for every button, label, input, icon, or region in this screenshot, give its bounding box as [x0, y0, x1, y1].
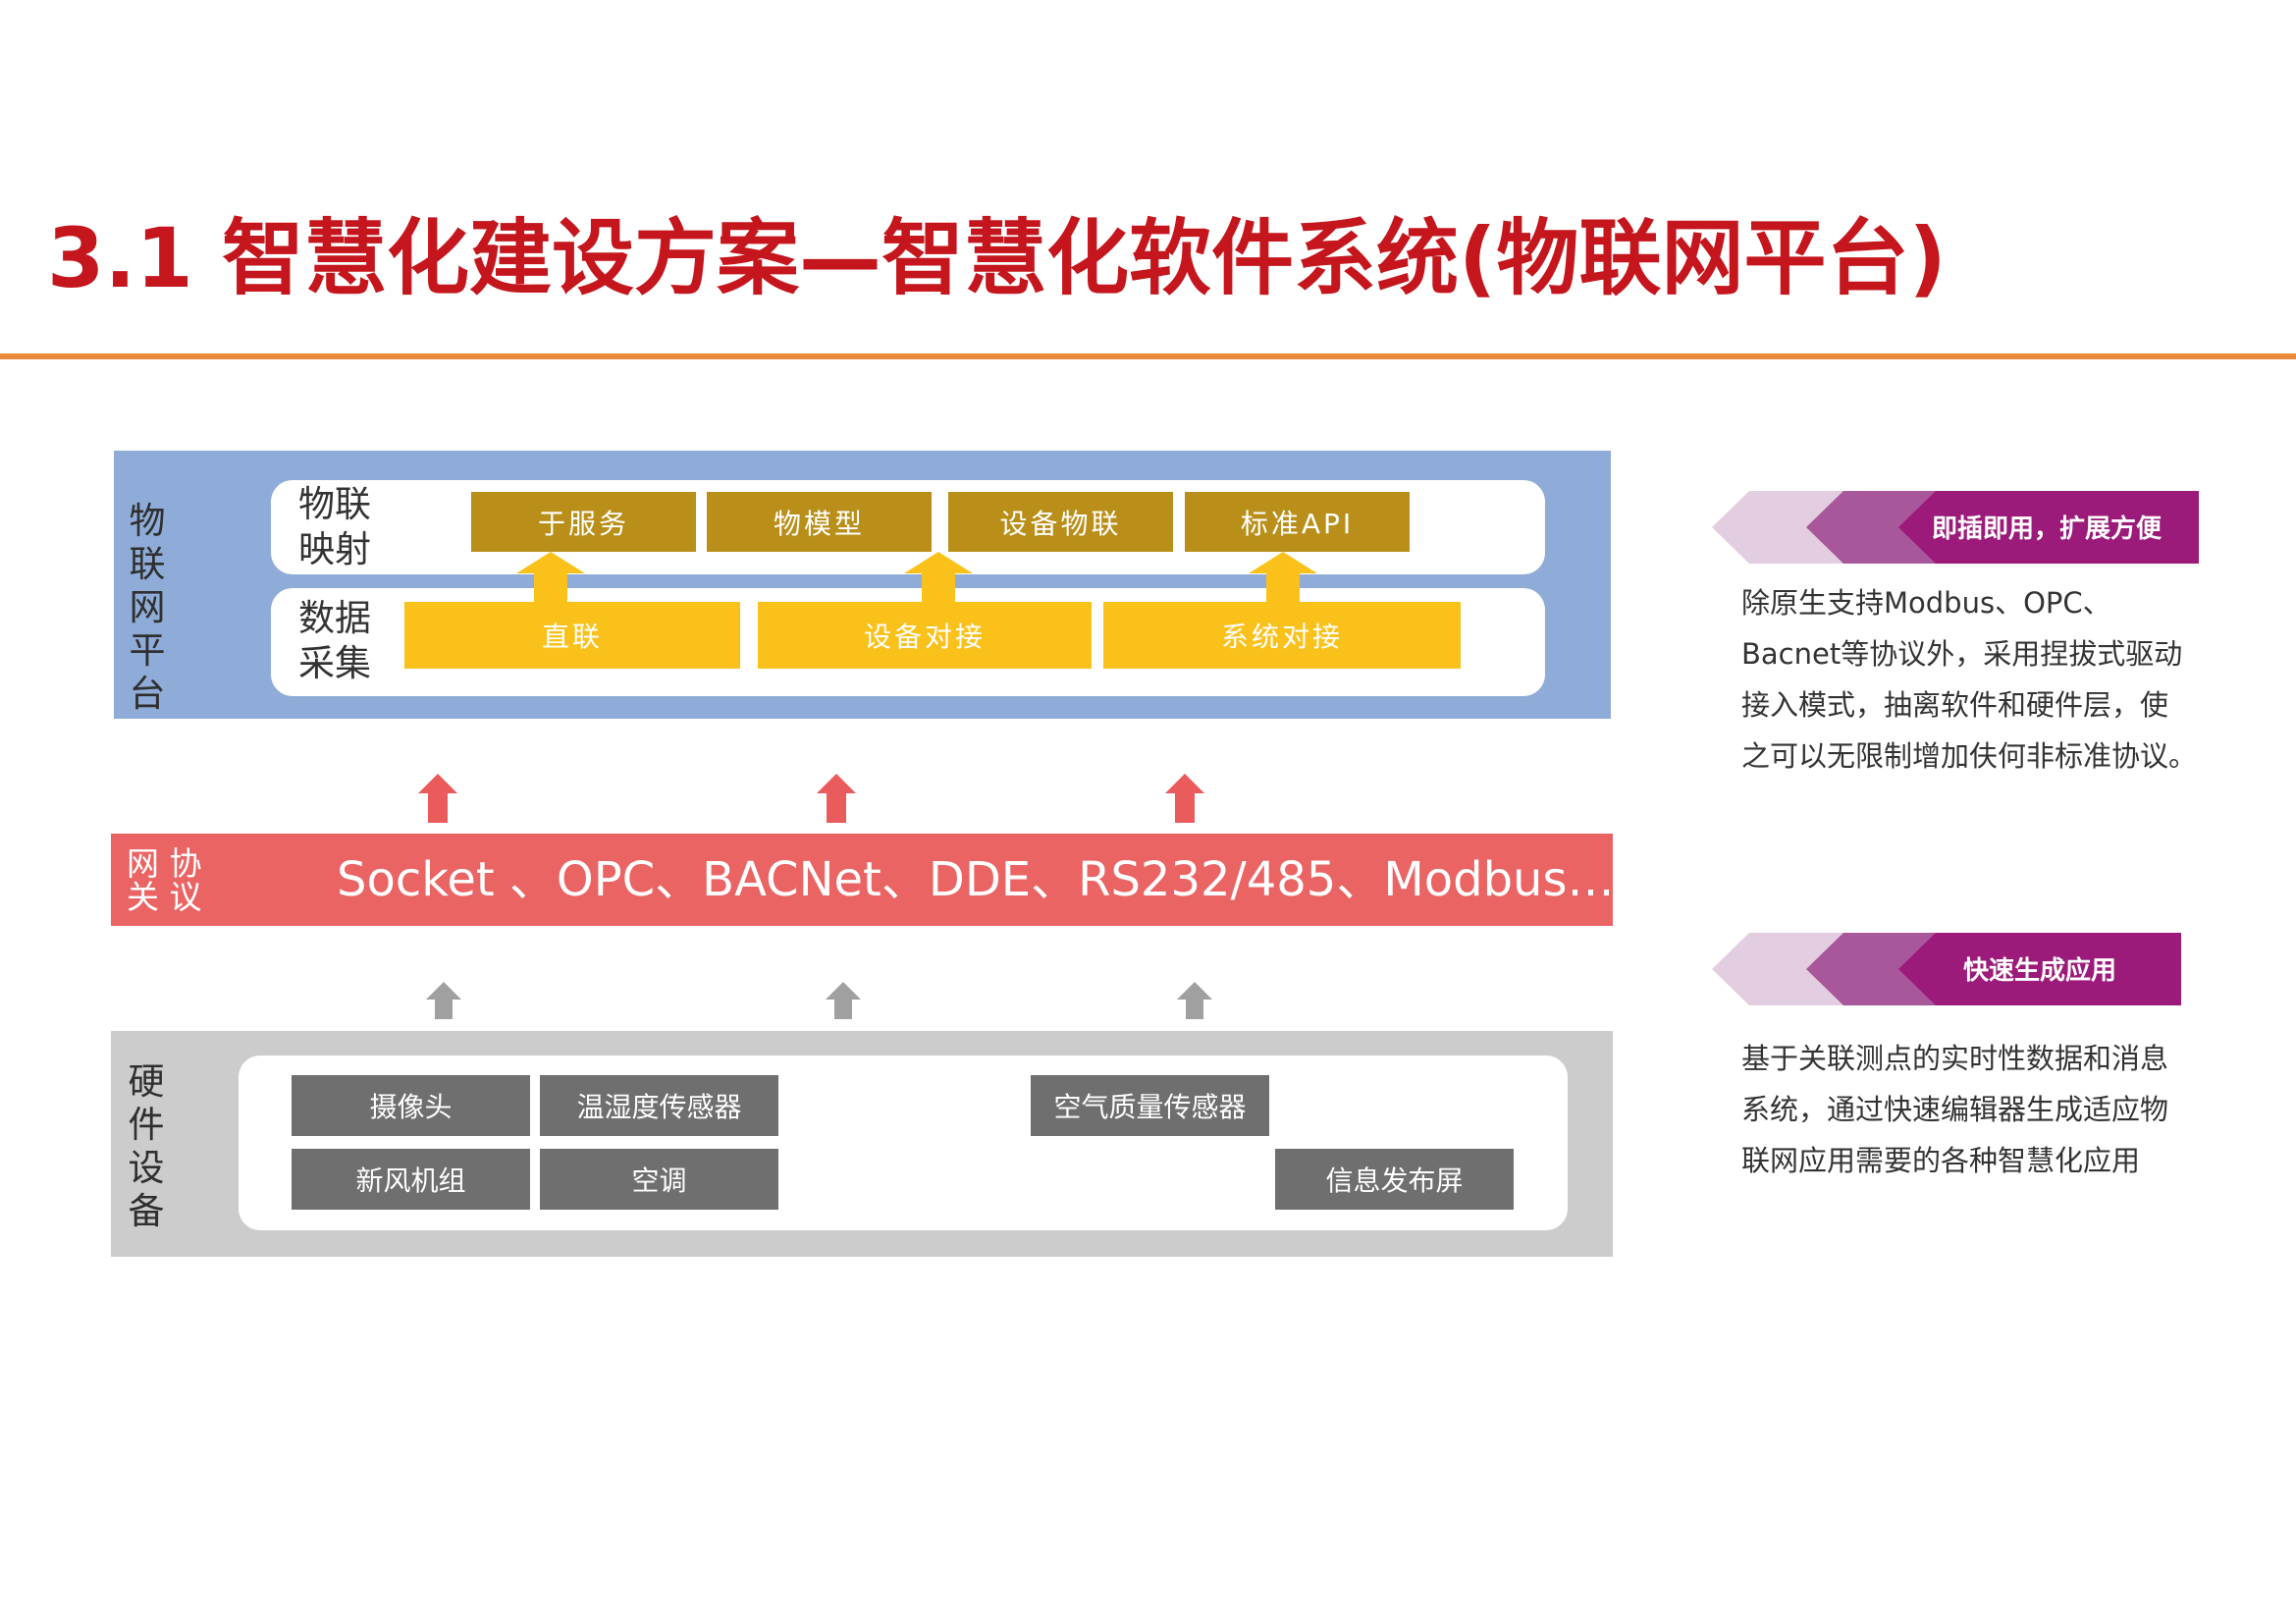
up-arrow-icon — [1165, 774, 1204, 823]
mapping-box-model: 物模型 — [707, 492, 932, 552]
protocol-list: Socket 、OPC、BACNet、DDE、RS232/485、Modbus… — [337, 852, 1615, 907]
mapping-row-label: 物联 映射 — [298, 482, 371, 572]
desc-line: 基于关联测点的实时性数据和消息 — [1741, 1042, 2169, 1075]
feature-chevron-1 — [1712, 491, 2199, 564]
feature-desc-2: 基于关联测点的实时性数据和消息 系统，通过快速编辑器生成适应物 联网应用需要的各… — [1741, 1033, 2222, 1186]
title-divider — [0, 353, 2296, 359]
iot-platform-side-label: 物 联 网 平 台 — [126, 500, 169, 716]
side-char: 平 — [129, 629, 166, 672]
iot-platform-block: 物 联 网 平 台 物联 映射 于服务 物模型 设备物联 标准API 数据 采集… — [114, 451, 1611, 719]
chevron-dark-icon — [1898, 491, 2199, 564]
up-arrow-icon — [418, 774, 457, 823]
desc-line: 接入模式，抽离软件和硬件层，使 — [1741, 688, 2169, 722]
device-info-display: 信息发布屏 — [1275, 1149, 1514, 1210]
label-line: 采集 — [298, 642, 371, 684]
label-line: 映射 — [298, 528, 371, 570]
protocol-bar: 网 协 关 议 Socket 、OPC、BACNet、DDE、RS232/485… — [111, 834, 1615, 926]
chevron-light-icon — [1712, 491, 1851, 564]
collection-box-direct: 直联 — [404, 602, 740, 669]
up-arrow-icon — [1249, 552, 1317, 602]
side-char: 硬 — [128, 1060, 165, 1103]
protocol-side-label: 网 协 关 议 — [127, 847, 202, 914]
device-fresh-air-unit: 新风机组 — [292, 1149, 530, 1210]
mapping-box-service: 于服务 — [471, 492, 696, 552]
label-line: 物联 — [298, 483, 371, 525]
side-char: 网 — [129, 586, 166, 628]
page-title: 3.1 智慧化建设方案—智慧化软件系统(物联网平台) — [47, 210, 1947, 306]
side-char: 件 — [128, 1104, 165, 1146]
yellow-up-arrows — [516, 552, 1317, 602]
chevron-mid-icon — [1806, 933, 1946, 1005]
collection-row-label: 数据 采集 — [298, 596, 371, 686]
side-char: 备 — [128, 1190, 165, 1232]
device-camera: 摄像头 — [292, 1075, 530, 1136]
hardware-side-label: 硬 件 设 备 — [125, 1060, 168, 1233]
desc-line: Bacnet等协议外，采用捏拔式驱动 — [1741, 637, 2183, 671]
mapping-box-device-iot: 设备物联 — [948, 492, 1173, 552]
label-line: 关 议 — [127, 878, 202, 916]
side-char: 设 — [128, 1147, 165, 1189]
red-up-arrows — [418, 774, 1204, 823]
feature-heading-2: 快速生成应用 — [1963, 956, 2117, 986]
label-line: 数据 — [298, 597, 371, 639]
feature-chevron-2 — [1712, 933, 2181, 1005]
up-arrow-icon — [1177, 982, 1212, 1019]
up-arrow-icon — [516, 552, 585, 602]
collection-box-device: 设备对接 — [758, 602, 1092, 669]
desc-line: 联网应用需要的各种智慧化应用 — [1741, 1144, 2141, 1177]
device-air-conditioner: 空调 — [540, 1149, 778, 1210]
mapping-box-api: 标准API — [1185, 492, 1410, 552]
feature-heading-1: 即插即用，扩展方便 — [1932, 514, 2163, 544]
desc-line: 之可以无限制增加伕何非标准协议。 — [1741, 739, 2198, 773]
up-arrow-icon — [817, 774, 856, 823]
desc-line: 除原生支持Modbus、OPC、 — [1741, 586, 2111, 620]
device-air-quality-sensor: 空气质量传感器 — [1031, 1075, 1269, 1136]
side-char: 物 — [129, 500, 166, 542]
feature-desc-1: 除原生支持Modbus、OPC、 Bacnet等协议外，采用捏拔式驱动 接入模式… — [1741, 577, 2222, 782]
up-arrow-icon — [904, 552, 973, 602]
chevron-light-icon — [1712, 933, 1851, 1005]
chevron-dark-icon — [1898, 933, 2181, 1005]
device-temp-humidity-sensor: 温湿度传感器 — [540, 1075, 778, 1136]
collection-box-system: 系统对接 — [1103, 602, 1461, 669]
label-line: 网 协 — [127, 844, 202, 883]
desc-line: 系统，通过快速编辑器生成适应物 — [1741, 1093, 2169, 1126]
up-arrow-icon — [826, 982, 861, 1019]
grey-up-arrows — [426, 982, 1212, 1019]
side-char: 联 — [129, 543, 166, 585]
up-arrow-icon — [426, 982, 461, 1019]
side-char: 台 — [129, 673, 166, 715]
chevron-mid-icon — [1806, 491, 1946, 564]
hardware-block: 硬 件 设 备 摄像头 温湿度传感器 空气质量传感器 新风机组 空调 信息发布屏 — [111, 1031, 1613, 1257]
